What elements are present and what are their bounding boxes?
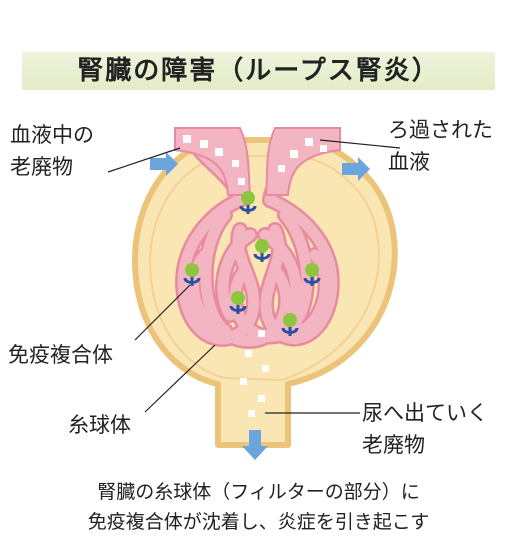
label-immune-complex: 免疫複合体 <box>8 343 113 367</box>
immune-complex <box>229 291 247 314</box>
caption-line-2: 免疫複合体が沈着し、炎症を引き起こす <box>87 511 430 533</box>
flow-arrows <box>150 152 370 460</box>
leader-lines <box>107 139 401 414</box>
label-waste-in-2: 老廃物 <box>10 155 73 179</box>
immune-complex <box>183 263 201 286</box>
label-urine-waste-2: 老廃物 <box>362 433 425 457</box>
label-glomerulus: 糸球体 <box>68 413 131 437</box>
caption-line-1: 腎臓の糸球体（フィルターの部分）に <box>97 481 420 503</box>
title-band <box>22 52 495 90</box>
waste-particles <box>183 135 327 417</box>
vessels <box>174 127 341 196</box>
arrow-in-icon <box>150 152 178 176</box>
immune-complex <box>303 263 321 286</box>
arrow-down-icon <box>242 430 268 460</box>
immune-complex <box>239 191 257 214</box>
label-waste-in-1: 血液中の <box>10 123 94 147</box>
label-filtered-2: 血液 <box>388 150 430 174</box>
arrow-out-icon <box>342 157 370 181</box>
immune-complexes <box>183 191 321 336</box>
label-filtered-1: ろ過された <box>388 118 493 142</box>
diagram-title: 腎臓の障害（ループス腎炎） <box>77 56 440 86</box>
immune-complex <box>253 239 271 262</box>
label-urine-waste-1: 尿へ出ていく <box>362 401 488 425</box>
immune-complex <box>281 313 299 336</box>
